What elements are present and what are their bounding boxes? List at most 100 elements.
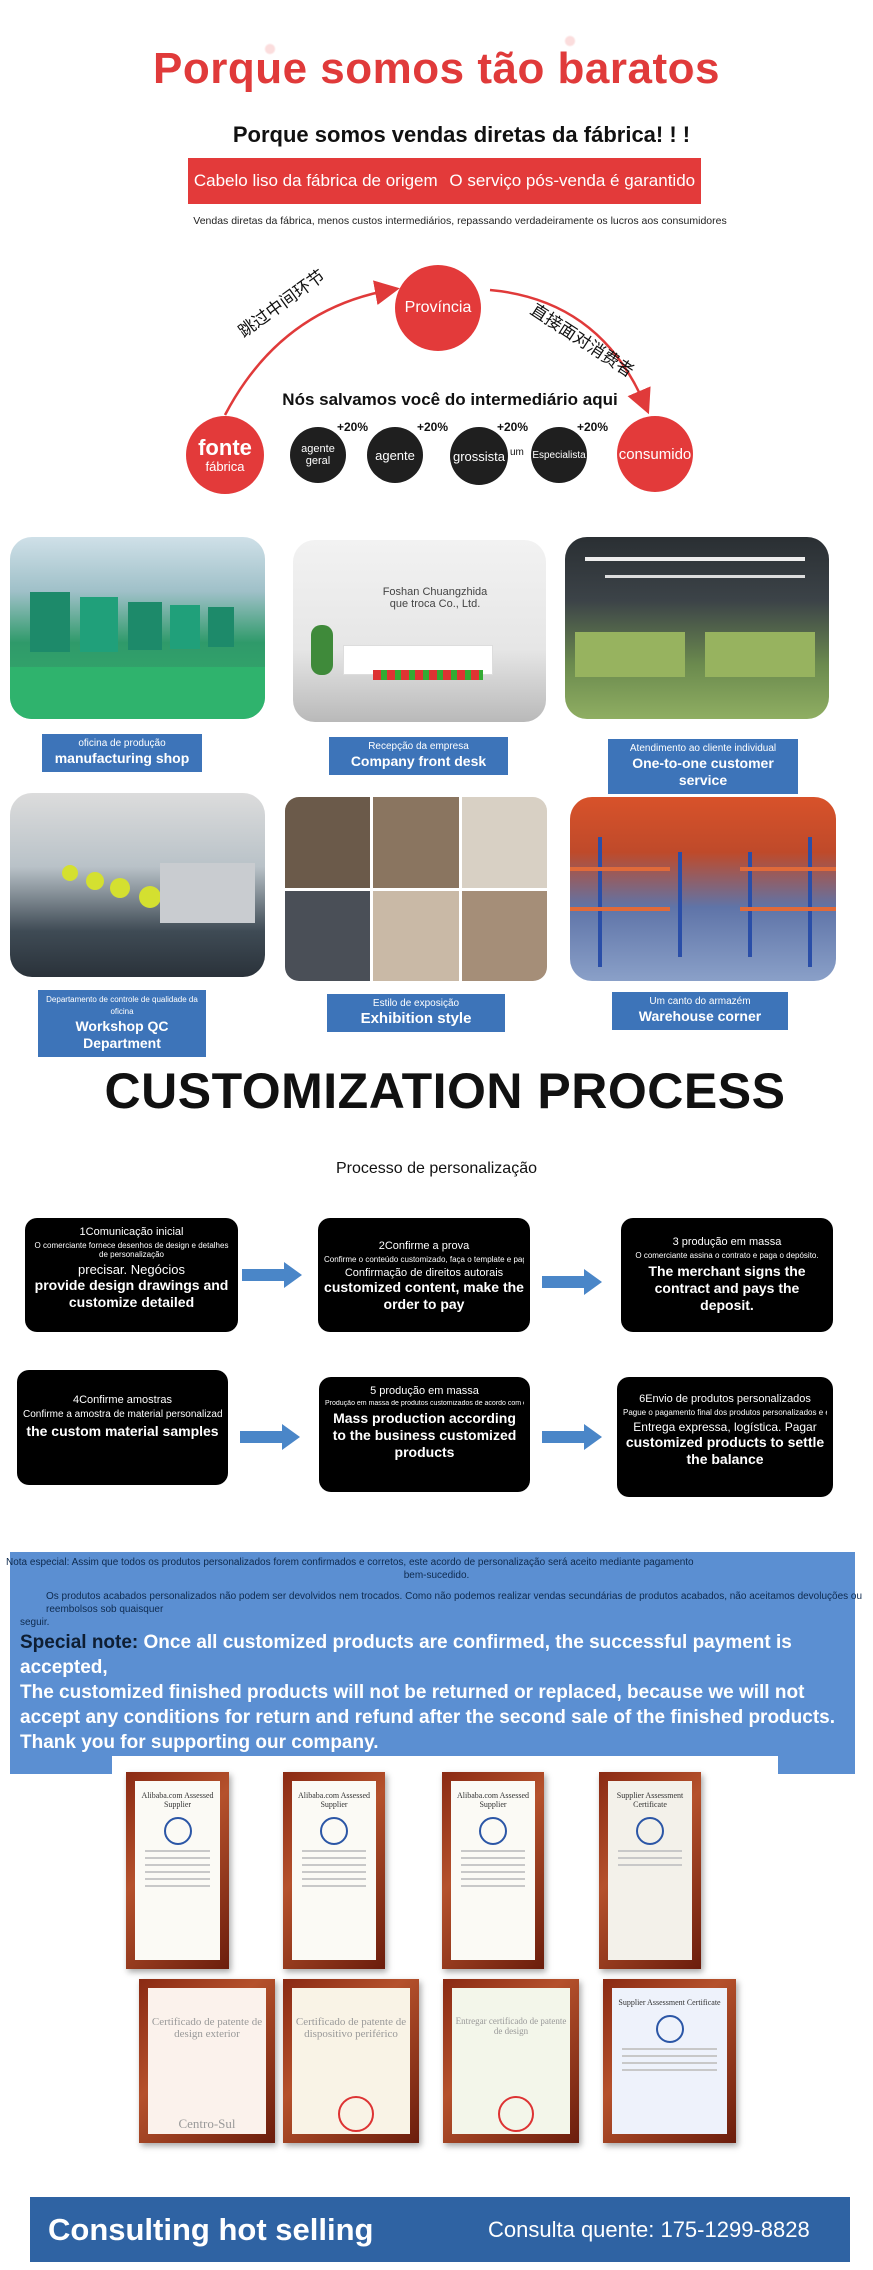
seal-icon	[163, 1817, 192, 1845]
exhibition-tile	[373, 797, 459, 888]
seal-icon	[479, 1817, 507, 1845]
note-en-line: Once all customized products are confirm…	[20, 1632, 792, 1678]
note-pt-line: seguir.	[20, 1617, 50, 1628]
exhibition-tile	[373, 890, 459, 981]
step-detail-pt: Confirme o conteúdo customizado, faça o …	[324, 1255, 524, 1264]
caption-en: Exhibition style	[360, 1010, 472, 1027]
banner-right-text: O serviço pós-venda é garantido	[449, 171, 696, 190]
province-label: Província	[404, 299, 472, 316]
qc-illustration	[62, 863, 255, 923]
company-sign: Foshan Chuangzhida que troca Co., Ltd.	[382, 586, 488, 610]
chain-node-4: Especialista	[531, 427, 587, 483]
caption-pt: Departamento de controle de qualidade da…	[46, 995, 198, 1016]
chain-node-2: agente	[367, 427, 423, 483]
consumer-label: consumido	[618, 445, 692, 463]
process-step-2: 2Confirme a prova Confirme o conteúdo cu…	[318, 1218, 530, 1332]
plant	[311, 625, 333, 675]
caption-pt: oficina de produção	[78, 738, 166, 749]
process-step-1: 1Comunicação inicial O comerciante forne…	[25, 1218, 238, 1332]
note-en: Special note: Once all customized produc…	[20, 1630, 845, 1755]
step-detail-pt: Produção em massa de produtos customizad…	[325, 1400, 524, 1407]
province-node: Província	[395, 265, 481, 351]
certificate-frame: Alibaba.com Assessed Supplier	[126, 1772, 229, 1969]
increment-4: +20%	[577, 420, 609, 434]
red-banner: Cabelo liso da fábrica de origem O servi…	[188, 158, 701, 204]
step-heading: 2Confirme a prova	[378, 1240, 470, 1252]
step-text-pt: precisar. Negócios	[78, 1262, 185, 1277]
certificate-frame: Entregar certificado de patente de desig…	[443, 1979, 579, 2143]
caption-en: Warehouse corner	[638, 1008, 762, 1024]
certificate-title: Alibaba.com Assessed Supplier	[141, 1791, 214, 1809]
consulting-banner[interactable]: Consulting hot selling Consulta quente: …	[30, 2197, 850, 2262]
arrow-right-icon	[242, 1262, 302, 1288]
note-pt-line: bem-sucedido.	[403, 1570, 470, 1581]
step-heading: 1Comunicação inicial	[79, 1226, 184, 1238]
exhibition-tile	[285, 797, 371, 888]
step-text-en: provide design drawings and customize de…	[34, 1277, 229, 1310]
certificate-frame: Supplier Assessment Certificate	[603, 1979, 736, 2143]
caption-pt: Atendimento ao cliente individual	[629, 743, 777, 754]
step-detail-pt: O comerciante fornece desenhos de design…	[34, 1241, 229, 1259]
step-detail-pt: Pague o pagamento final dos produtos per…	[623, 1408, 827, 1417]
process-step-4: 4Confirme amostras Confirme a amostra de…	[17, 1370, 228, 1485]
step-text-pt: Confirmação de direitos autorais	[344, 1267, 504, 1279]
arrow-right-icon	[542, 1269, 602, 1295]
source-node: fonte fábrica	[186, 416, 264, 494]
seal-icon	[320, 1817, 348, 1845]
shelves-illustration	[570, 837, 836, 967]
increment-3: +20%	[497, 420, 529, 434]
caption-en: manufacturing shop	[54, 750, 190, 766]
caption-en: One-to-one customer service	[632, 755, 774, 788]
step-text-en: Mass production according to the busines…	[332, 1410, 517, 1460]
footer-phone[interactable]: Consulta quente: 175-1299-8828	[488, 2216, 810, 2242]
tagline: Vendas diretas da fábrica, menos custos …	[193, 215, 727, 227]
decorative-dots	[150, 25, 750, 105]
increment-1: +20%	[337, 420, 369, 434]
certificate-title: Supplier Assessment Certificate	[618, 1998, 721, 2007]
certificate-title: Supplier Assessment Certificate	[616, 1791, 684, 1809]
source-sub-label: fábrica	[205, 458, 245, 474]
photo-manufacturing	[10, 537, 265, 719]
note-en-line: The customized finished products will no…	[20, 1682, 836, 1753]
exhibition-tile	[285, 890, 371, 981]
step-detail-pt: O comerciante assina o contrato e paga o…	[635, 1251, 819, 1260]
caption-warehouse: Um canto do armazém Warehouse corner	[612, 992, 788, 1030]
middle-text: Nós salvamos você do intermediário aqui	[282, 390, 618, 409]
certificate-overlay: Certificado de patente de design exterio…	[151, 2016, 263, 2040]
footer-left-text: Consulting hot selling	[48, 2211, 374, 2247]
seal-icon	[655, 2015, 684, 2043]
chain-small-label: um	[510, 447, 524, 458]
certificate-title: Alibaba.com Assessed Supplier	[457, 1791, 529, 1809]
caption-en: Workshop QC Department	[75, 1018, 169, 1051]
process-step-5: 5 produção em massa Produção em massa de…	[319, 1377, 530, 1492]
certificate-frame: Certificado de patente de dispositivo pe…	[283, 1979, 419, 2143]
caption-manufacturing: oficina de produção manufacturing shop	[42, 734, 202, 772]
machines-illustration	[10, 592, 265, 719]
arrow-right-icon	[542, 1424, 602, 1450]
chain-node-3: grossista	[450, 427, 508, 485]
step-text-en: The merchant signs the contract and pays…	[648, 1263, 806, 1313]
step-heading: 3 produção em massa	[672, 1236, 782, 1248]
process-subtitle: Processo de personalização	[335, 1160, 537, 1177]
certificate-frame: Alibaba.com Assessed Supplier	[283, 1772, 385, 1969]
exhibition-tile	[461, 797, 547, 888]
caption-front-desk: Recepção da empresa Company front desk	[329, 737, 508, 775]
arrow-right-icon	[240, 1424, 300, 1450]
caption-pt: Estilo de exposição	[372, 998, 460, 1009]
step-text-en: customized products to settle the balanc…	[625, 1434, 825, 1467]
certificate-overlay: Centro-Sul	[178, 2116, 236, 2131]
photo-exhibition	[285, 797, 547, 981]
red-seal-icon	[498, 2096, 534, 2132]
caption-pt: Recepção da empresa	[368, 741, 469, 752]
office-illustration	[575, 557, 815, 677]
page-subtitle: Porque somos vendas diretas da fábrica! …	[232, 122, 691, 147]
photo-qc	[10, 793, 265, 977]
certificate-overlay: Entregar certificado de patente de desig…	[455, 2016, 567, 2036]
note-panel	[10, 1552, 855, 1774]
certificate-title: Alibaba.com Assessed Supplier	[298, 1791, 370, 1809]
red-seal-icon	[338, 2096, 374, 2132]
step-detail-pt: Confirme a amostra de material personali…	[23, 1409, 222, 1420]
consumer-node: consumido	[617, 416, 693, 492]
caption-qc: Departamento de controle de qualidade da…	[38, 990, 206, 1057]
exhibition-tile	[461, 890, 547, 981]
